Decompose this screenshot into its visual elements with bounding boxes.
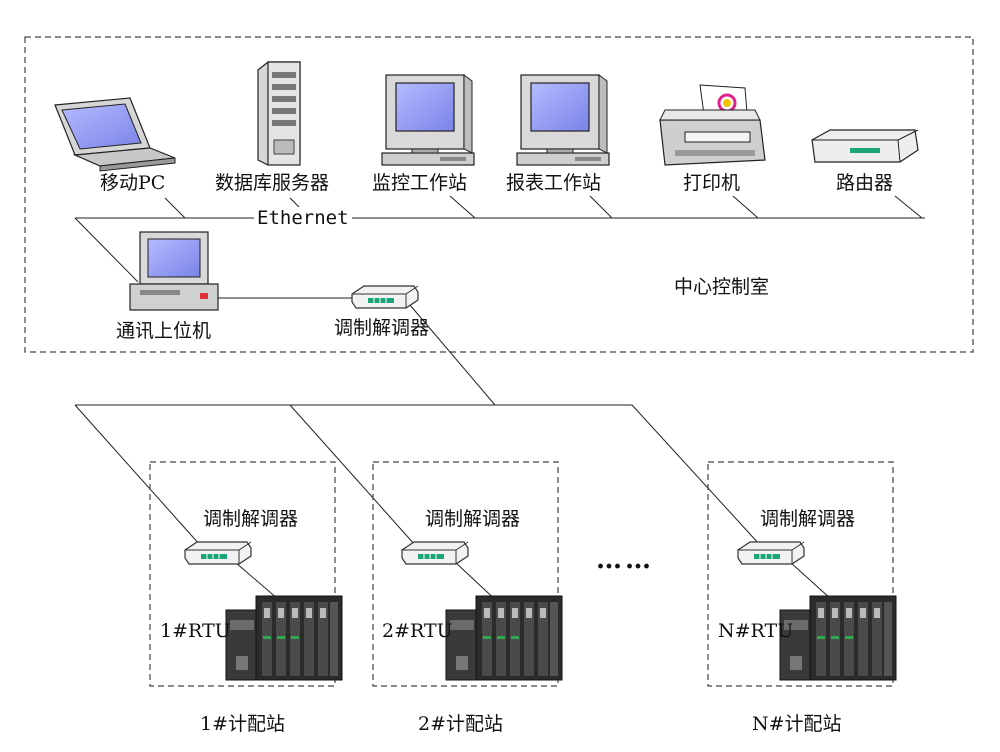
- station-n-border: [707, 461, 894, 687]
- station-1-modem-icon: [184, 541, 252, 565]
- router-icon: [811, 129, 919, 163]
- station-n-rtu-icon: [779, 595, 897, 681]
- printer-icon: [659, 84, 766, 166]
- comm-host-icon: [129, 231, 219, 311]
- monitoring-workstation-icon: [381, 74, 475, 166]
- station-2-rtu-label: 2#RTU: [382, 620, 453, 642]
- station-n-name: N#计配站: [752, 713, 842, 735]
- label-laptop: 移动PC: [100, 172, 166, 194]
- central-modem-icon: [351, 285, 419, 309]
- station-n-modem-label: 调制解调器: [760, 508, 856, 530]
- station-2-name: 2#计配站: [418, 713, 504, 735]
- label-ethernet: Ethernet: [254, 207, 352, 229]
- label-comm-host: 通讯上位机: [116, 320, 212, 342]
- station-2-modem-icon: [401, 541, 469, 565]
- label-router: 路由器: [836, 172, 894, 194]
- label-monitor-ws: 监控工作站: [372, 172, 468, 194]
- station-1-modem-label: 调制解调器: [203, 508, 299, 530]
- station-n-rtu-label: N#RTU: [718, 620, 794, 642]
- label-report-ws: 报表工作站: [506, 172, 602, 194]
- station-n-modem-icon: [737, 541, 805, 565]
- laptop-icon: [54, 97, 176, 172]
- station-2-modem-label: 调制解调器: [425, 508, 521, 530]
- label-central-modem: 调制解调器: [334, 317, 430, 339]
- station-1-rtu-icon: [225, 595, 343, 681]
- station-2-rtu-icon: [445, 595, 563, 681]
- central-room-border: [24, 36, 974, 353]
- station-1-border: [149, 461, 336, 687]
- report-workstation-icon: [516, 74, 610, 166]
- station-1-name: 1#计配站: [200, 713, 286, 735]
- station-2-border: [372, 461, 559, 687]
- central-room-title: 中心控制室: [674, 276, 770, 298]
- ellipsis: ……: [596, 545, 654, 575]
- label-db-server: 数据库服务器: [215, 172, 330, 194]
- station-1-rtu-label: 1#RTU: [160, 620, 231, 642]
- label-printer: 打印机: [683, 172, 741, 194]
- database-server-icon: [257, 61, 301, 166]
